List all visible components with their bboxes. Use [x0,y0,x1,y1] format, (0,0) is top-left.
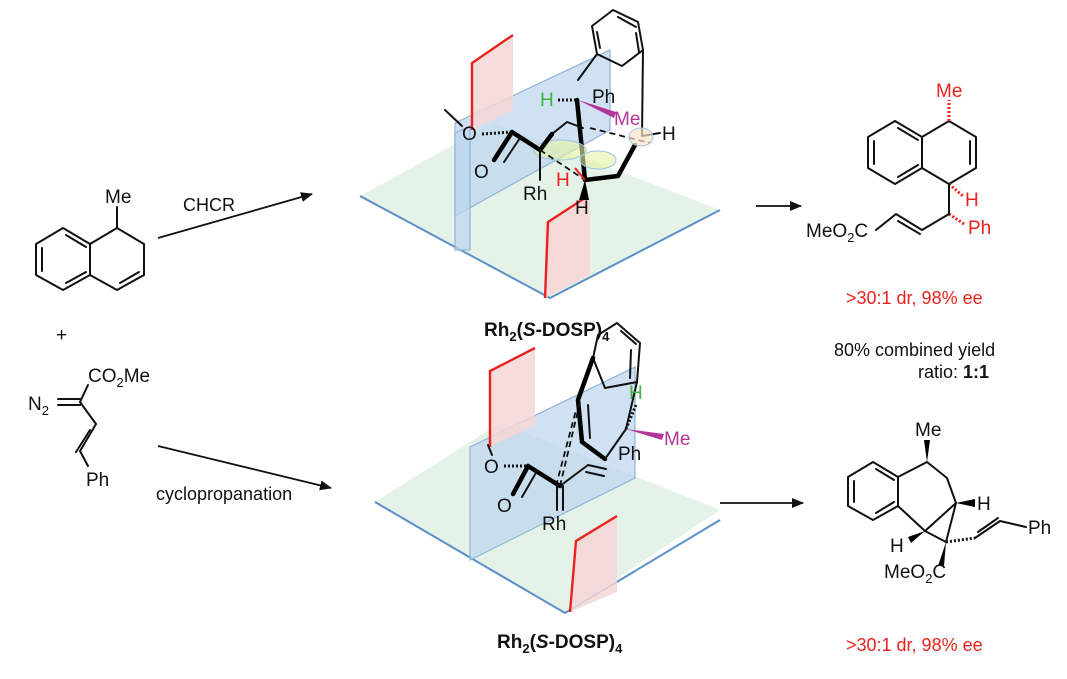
product1-ester-label: MeO2C [806,221,868,245]
ts1-carbonyl-oxygen-label: O [474,162,489,183]
chcr-condition-label: CHCR [183,195,235,215]
ts1-h-red-label: H [556,170,570,191]
product2-h-left-label: H [890,536,904,557]
cyclopropanation-arrow: cyclopropanation [156,445,332,504]
ester-label: CO2Me [88,366,150,390]
product2-h-top-label: H [977,494,991,515]
reactant-vinyldiazoacetate: N2 CO2Me Ph [28,366,150,491]
transition-state-chcr: Ph H Me H O O Rh H H Rh2(S-DOSP)4 [359,9,721,344]
product1-phenyl-label: Ph [968,218,991,239]
selectivity-cyclopropanation: >30:1 dr, 98% ee [846,635,983,655]
ts1-methyl-label: Me [614,109,640,130]
phenyl-label: Ph [86,470,109,491]
ts1-ether-oxygen-label: O [462,124,477,145]
ts1-rhodium-label: Rh [523,184,547,205]
catalyst-label-bottom: Rh2(S-DOSP)4 [497,632,623,656]
cyclopropanation-condition-label: cyclopropanation [156,484,292,504]
product-ratio: ratio: 1:1 [918,362,989,382]
ts2-ether-oxygen-label: O [484,457,499,478]
plus-sign: + [56,325,67,346]
product-chcr: Me H Ph MeO2C [806,81,991,245]
ts2-methyl-label: Me [664,429,690,450]
selectivity-chcr: >30:1 dr, 98% ee [846,288,983,308]
transition-state-cyclopropanation: H Me Ph O O Rh Rh2(S-DOSP)4 [374,322,721,656]
ts1-h-bottom-label: H [575,198,589,219]
product2-methyl-label: Me [915,420,941,441]
ts2-carbonyl-oxygen-label: O [497,496,512,517]
combined-yield: 80% combined yield [834,340,995,360]
product1-h-label: H [965,190,979,211]
product2-ester-label: MeO2C [884,562,946,586]
ts2-phenyl-label: Ph [618,444,641,465]
chcr-arrow: CHCR [157,192,313,239]
catalyst-label-top: Rh2(S-DOSP)4 [484,320,610,344]
ts1-h-green-label: H [540,90,554,111]
product1-methyl-label: Me [936,81,962,102]
ts1-phenyl-label: Ph [592,87,615,108]
product2-phenyl-label: Ph [1028,518,1051,539]
ts2-h-green-label: H [629,383,643,404]
ts1-h-right-label: H [662,124,676,145]
reactant-methyl-dihydronaphthalene: Me [35,187,145,291]
methyl-label: Me [105,187,131,208]
n2-label: N2 [28,394,49,418]
product-cyclopropane: Me H H Ph MeO2C [847,420,1051,586]
ts2-rhodium-label: Rh [542,514,566,535]
